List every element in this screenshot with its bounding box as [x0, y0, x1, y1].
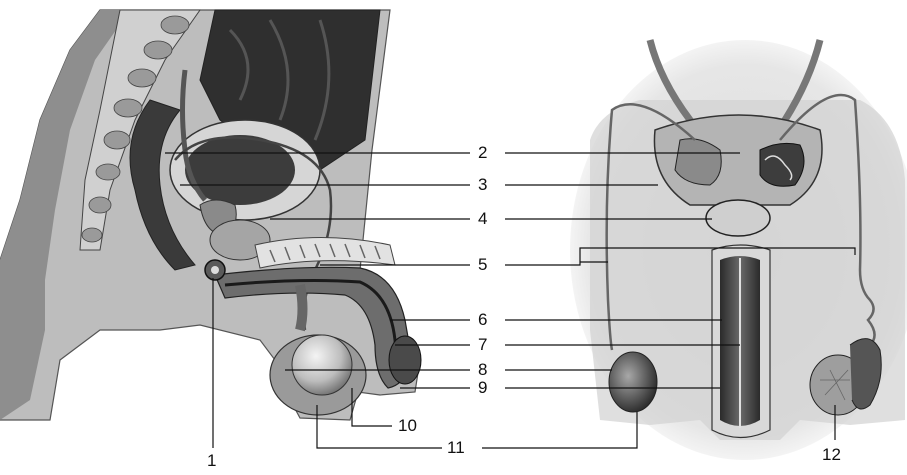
label-1: 1	[207, 452, 216, 469]
bulb-inner	[211, 266, 219, 274]
label-5: 5	[478, 256, 487, 273]
label-6: 6	[478, 311, 487, 328]
label-9: 9	[478, 379, 487, 396]
label-8: 8	[478, 361, 487, 378]
spermatic-cord	[300, 285, 303, 330]
testis-left-frontal	[609, 352, 657, 412]
label-3: 3	[478, 176, 487, 193]
sagittal-section	[0, 10, 421, 420]
seminal-vesicle-right	[760, 143, 804, 186]
label-10: 10	[398, 417, 417, 434]
frontal-prostate	[706, 200, 770, 236]
testis-left	[292, 335, 352, 395]
label-12: 12	[822, 446, 841, 463]
label-2: 2	[478, 144, 487, 161]
glans	[389, 336, 421, 384]
label-11: 11	[447, 439, 465, 456]
frontal-view	[570, 40, 907, 460]
label-4: 4	[478, 210, 487, 227]
label-7: 7	[478, 336, 487, 353]
